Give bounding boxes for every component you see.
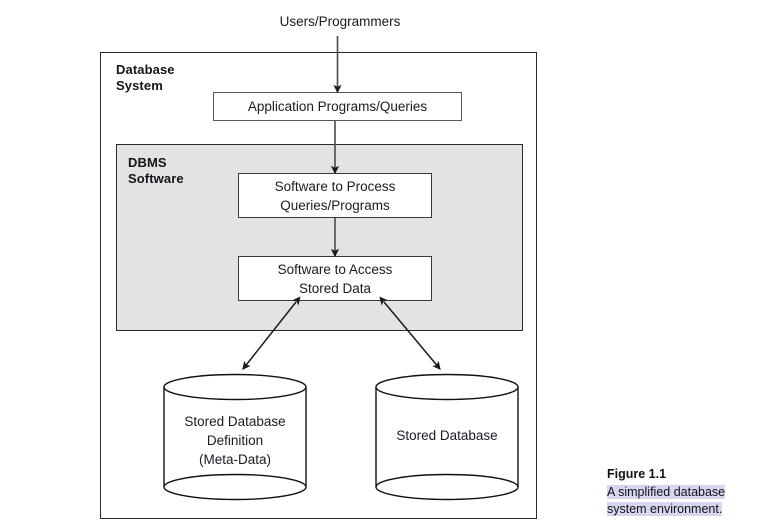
figure-caption-title: Figure 1.1 (607, 467, 667, 481)
software-to-process-queries-line2: Queries/Programs (280, 197, 390, 213)
application-programs-queries-label: Application Programs/Queries (247, 99, 428, 114)
software-to-process-queries-box[interactable]: Software to Process Queries/Programs (238, 173, 432, 218)
dbms-software-label-line2: Software (128, 171, 184, 186)
users-programmers-label: Users/Programmers (279, 14, 401, 29)
software-to-access-stored-data-line1: Software to Access (277, 261, 393, 277)
software-to-access-stored-data-line2: Stored Data (298, 280, 372, 296)
stored-database-definition-cylinder[interactable]: Stored Database Definition (Meta-Data) (163, 373, 307, 501)
application-programs-queries-box[interactable]: Application Programs/Queries (213, 92, 462, 121)
software-to-access-stored-data-box[interactable]: Software to Access Stored Data (238, 256, 432, 301)
figure-caption-description: A simplified database system environment… (607, 484, 757, 518)
database-system-label-line2: System (116, 78, 163, 93)
database-system-label-line1: Database (116, 62, 175, 77)
software-to-process-queries-line1: Software to Process (274, 178, 396, 194)
cylinder-shape-icon (375, 373, 519, 501)
dbms-software-label-line1: DBMS (128, 155, 167, 170)
cylinder-shape-icon (163, 373, 307, 501)
dbms-software-label: DBMS Software (128, 155, 184, 187)
stored-database-cylinder[interactable]: Stored Database (375, 373, 519, 501)
figure-caption: Figure 1.1 A simplified database system … (607, 466, 757, 518)
figure-caption-description-text: A simplified database system environment… (607, 485, 726, 516)
database-system-label: Database System (116, 62, 175, 94)
